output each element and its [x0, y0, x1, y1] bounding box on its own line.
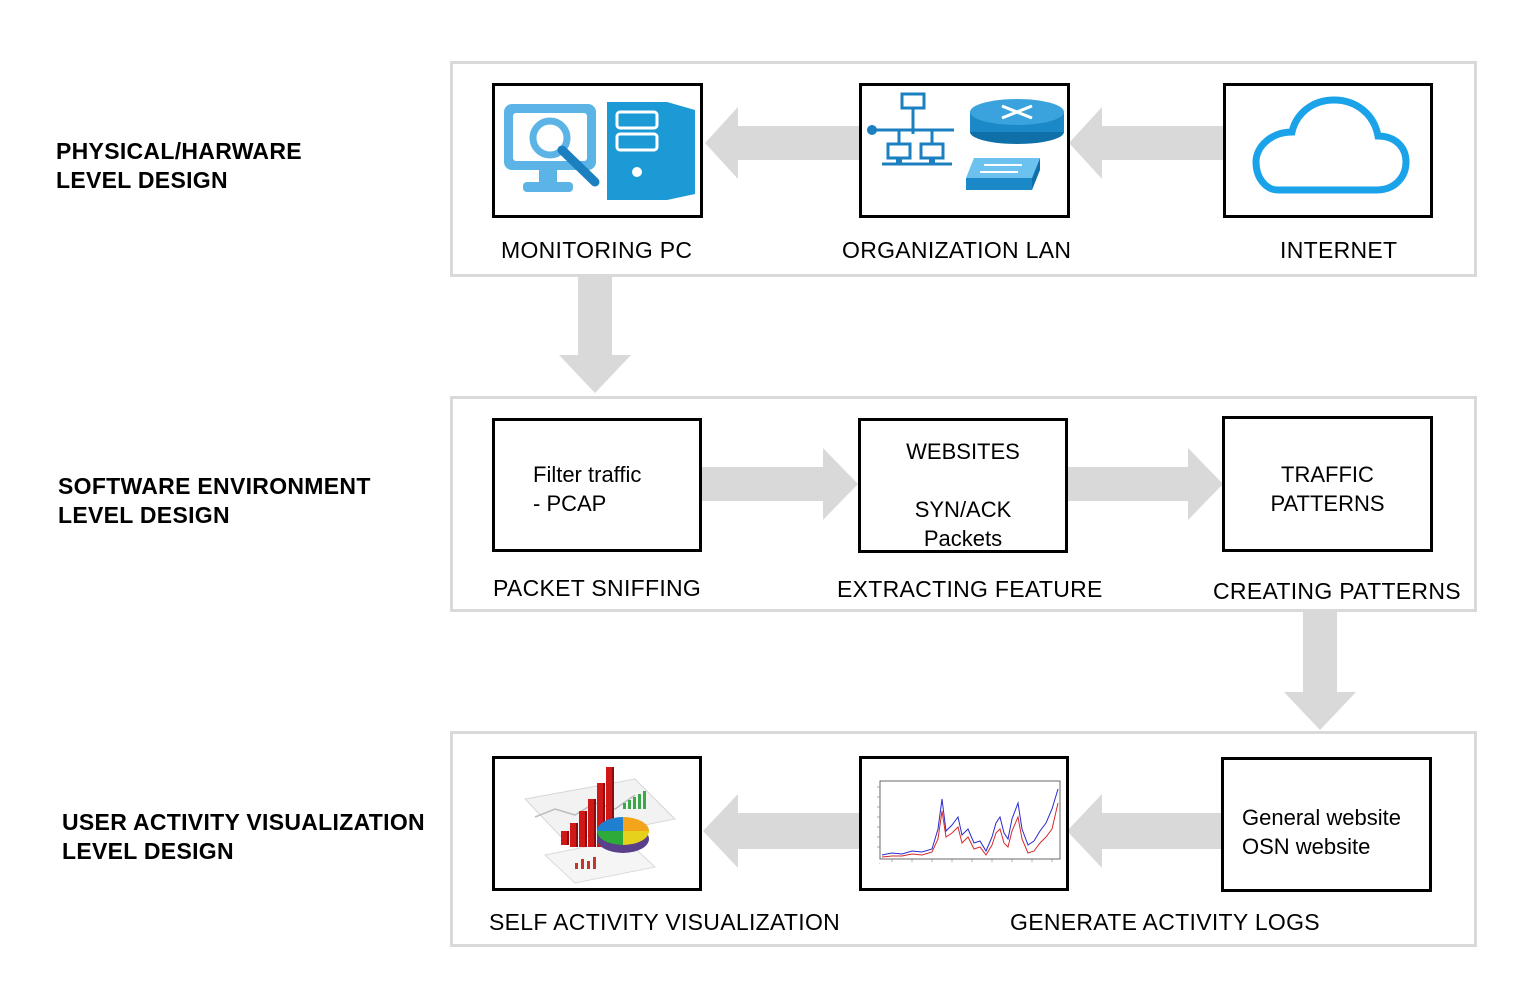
organization-lan-caption: ORGANIZATION LAN [842, 237, 1072, 263]
user-level-label: USER ACTIVITY VISUALIZATION LEVEL DESIGN [62, 808, 425, 866]
osn-website-text: OSN website [1242, 834, 1371, 859]
packets-text: Packets [923, 526, 1003, 551]
analytics-chart-icon [523, 767, 677, 884]
activity-logs-caption: GENERATE ACTIVITY LOGS [1010, 909, 1320, 935]
activity-logs-box: · [859, 756, 1069, 891]
arrow-lan-to-pc [705, 107, 860, 179]
physical-level-label: PHYSICAL/HARWARE LEVEL DESIGN [56, 137, 302, 195]
arrow-logs-to-visualization [703, 794, 860, 868]
physical-level-line1: PHYSICAL/HARWARE [56, 138, 302, 164]
patterns-text: PATTERNS [1270, 491, 1385, 516]
packet-sniffing-box: Filter traffic - PCAP [492, 418, 702, 552]
websites-text: WEBSITES [906, 439, 1020, 464]
physical-level-line2: LEVEL DESIGN [56, 167, 228, 193]
syn-ack-text: SYN/ACK [914, 497, 1012, 522]
arrow-software-to-user [1284, 612, 1356, 730]
arrow-physical-to-software [559, 277, 631, 393]
creating-patterns-caption: CREATING PATTERNS [1213, 578, 1461, 604]
line-graph-icon: · [877, 780, 1061, 866]
user-level-line2: LEVEL DESIGN [62, 838, 234, 864]
packet-sniffing-caption: PACKET SNIFFING [493, 575, 702, 601]
monitoring-pc-caption: MONITORING PC [501, 237, 693, 263]
software-level-line1: SOFTWARE ENVIRONMENT [58, 473, 371, 499]
organization-lan-box [859, 83, 1070, 218]
pcap-text: - PCAP [533, 491, 607, 516]
internet-caption: INTERNET [1280, 237, 1398, 263]
arrow-extract-to-patterns [1067, 448, 1223, 520]
traffic-text: TRAFFIC [1281, 462, 1374, 487]
monitoring-pc-icon [504, 102, 695, 200]
arrow-internet-to-lan [1069, 107, 1224, 179]
software-level-label: SOFTWARE ENVIRONMENT LEVEL DESIGN [58, 472, 371, 530]
self-activity-caption: SELF ACTIVITY VISUALIZATION [489, 909, 841, 935]
arrow-sniffing-to-extract [702, 448, 858, 520]
general-website-text: General website [1242, 805, 1401, 830]
cloud-icon [1252, 96, 1410, 194]
svg-text:·: · [879, 861, 880, 866]
software-level-line2: LEVEL DESIGN [58, 502, 230, 528]
monitoring-pc-box [492, 83, 703, 218]
creating-patterns-box: TRAFFIC PATTERNS [1222, 416, 1433, 552]
extracting-feature-caption: EXTRACTING FEATURE [837, 576, 1103, 602]
websites-box: General website OSN website [1221, 757, 1432, 892]
internet-box [1223, 83, 1433, 218]
extracting-feature-box: WEBSITES SYN/ACK Packets [858, 418, 1068, 553]
user-level-line1: USER ACTIVITY VISUALIZATION [62, 809, 425, 835]
network-icon [867, 92, 1064, 190]
arrow-websites-to-logs [1067, 794, 1223, 868]
filter-traffic-text: Filter traffic [533, 462, 642, 487]
self-activity-box [492, 756, 702, 891]
